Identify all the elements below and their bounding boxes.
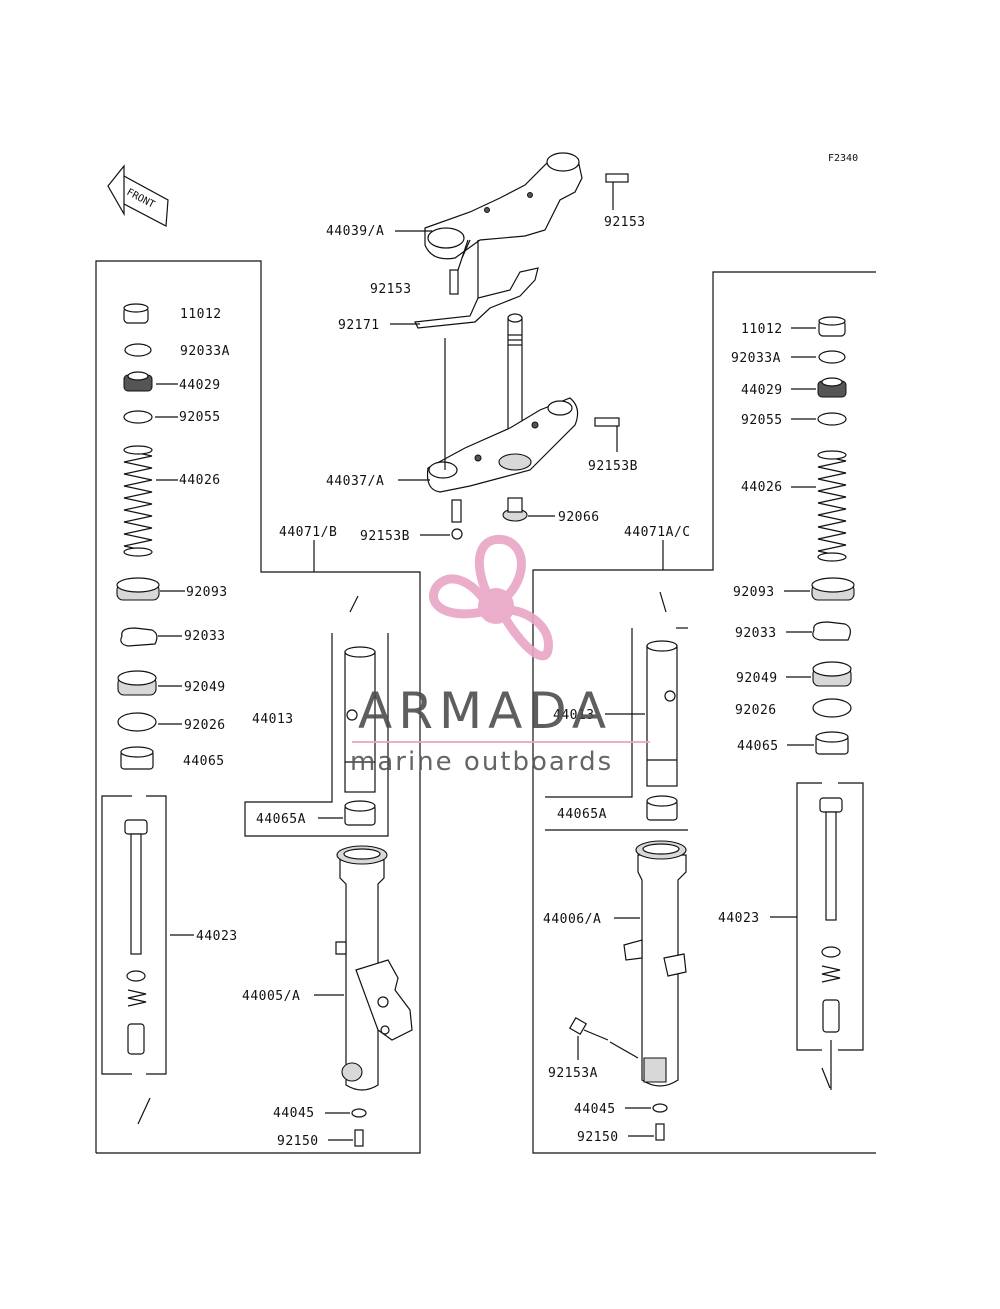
label-92049-left: 92049 (184, 680, 226, 695)
label-44023-left: 44023 (196, 929, 238, 944)
label-44026-left: 44026 (179, 473, 221, 488)
bolt-92150-left-part (354, 1129, 364, 1147)
label-92171: 92171 (338, 318, 380, 333)
label-92153-top-left: 92153 (370, 282, 412, 297)
label-44039A: 44039/A (326, 224, 384, 239)
label-44045-right: 44045 (574, 1102, 616, 1117)
bushing-44065A-left-part (344, 800, 376, 826)
damper-rod-44023-right-part (819, 797, 843, 1033)
bolt-92153-part (449, 239, 469, 295)
label-44029-right: 44029 (741, 383, 783, 398)
watermark-propeller-icon (429, 534, 553, 661)
front-arrow-icon: FRONT (107, 164, 169, 227)
oring-92055-right-part (817, 412, 847, 426)
outer-tube-44006A-part (623, 840, 687, 1087)
left-fork-frame (95, 260, 421, 1154)
inner-tube-frame-right (545, 627, 688, 831)
label-44065A-right: 44065A (557, 807, 607, 822)
label-92049-right: 92049 (736, 671, 778, 686)
outer-tube-44005A-part (335, 845, 413, 1091)
washer-92026-left-part (117, 712, 157, 732)
cap-11012-right-part (818, 316, 846, 337)
washer-92026-right-part (812, 698, 852, 718)
bolt-92153B-part (451, 499, 462, 523)
seal-92093-right-part (811, 577, 855, 601)
label-92033-left: 92033 (184, 629, 226, 644)
label-44013-left: 44013 (252, 712, 294, 727)
seal-92093-left-part (116, 577, 160, 601)
label-44013-right: 44013 (553, 708, 595, 723)
bushing-44065-right-part (815, 731, 849, 755)
spring-44026-left-part (123, 445, 153, 557)
plate-92171-part (414, 240, 539, 329)
inner-tube-frame-left (244, 633, 389, 837)
inner-tube-44013-right-part (646, 640, 678, 787)
label-92153-top-right: 92153 (604, 215, 646, 230)
clip-92033-left-part (120, 627, 158, 647)
cap-44029-left-part (123, 371, 153, 392)
cap-44029-right-part (817, 377, 847, 398)
label-92033-right: 92033 (735, 626, 777, 641)
label-92026-right: 92026 (735, 703, 777, 718)
label-92153B-right: 92153B (588, 459, 638, 474)
label-44037A: 44037/A (326, 474, 384, 489)
label-92033A-left: 92033A (180, 344, 230, 359)
label-92093-right: 92093 (733, 585, 775, 600)
label-11012-left: 11012 (180, 307, 222, 322)
spring-44026-right-part (817, 450, 847, 562)
nut-92066-part (502, 497, 528, 522)
inner-tube-44013-left-part (344, 646, 376, 793)
upper-bracket-part (424, 152, 629, 260)
bushing-44065A-right-part (646, 795, 678, 821)
figure-code: F2340 (828, 153, 858, 164)
oring-92055-left-part (123, 410, 153, 424)
label-92066: 92066 (558, 510, 600, 525)
label-92033A-right: 92033A (731, 351, 781, 366)
label-44006A: 44006/A (543, 912, 601, 927)
label-92026-left: 92026 (184, 718, 226, 733)
label-44071B: 44071/B (279, 525, 337, 540)
label-44071AC: 44071A/C (624, 525, 691, 540)
damper-rod-44023-left-part (124, 819, 148, 1055)
label-92150-left: 92150 (277, 1134, 319, 1149)
label-92153A: 92153A (548, 1066, 598, 1081)
label-44065-right: 44065 (737, 739, 779, 754)
steering-stem-part (426, 313, 620, 493)
label-92153B-left: 92153B (360, 529, 410, 544)
label-44029-left: 44029 (179, 378, 221, 393)
cap-11012-left-part (123, 303, 149, 324)
oring-92033A-left-part (124, 343, 152, 357)
label-11012-right: 11012 (741, 322, 783, 337)
clip-92033-right-part (812, 621, 851, 641)
label-44026-right: 44026 (741, 480, 783, 495)
label-44045-left: 44045 (273, 1106, 315, 1121)
watermark-name: ARMADA (358, 682, 612, 740)
label-92055-right: 92055 (741, 413, 783, 428)
seal-92049-right-part (812, 661, 852, 687)
label-44065A-left: 44065A (256, 812, 306, 827)
oring-92033A-right-part (818, 350, 846, 364)
label-44065-left: 44065 (183, 754, 225, 769)
gasket-44045-right-part (652, 1103, 668, 1113)
bolt-92150-right-part (655, 1123, 665, 1141)
damper-frame-left (101, 795, 167, 1075)
watermark: ARMADA marine outboards (350, 534, 650, 777)
seal-92049-left-part (117, 670, 157, 696)
bushing-44065-left-part (120, 746, 154, 770)
label-92093-left: 92093 (186, 585, 228, 600)
gasket-44045-left-part (351, 1108, 367, 1118)
washer-92153B-part (451, 528, 463, 540)
label-92150-right: 92150 (577, 1130, 619, 1145)
label-44023-right: 44023 (718, 911, 760, 926)
right-fork-frame (532, 271, 876, 1154)
watermark-tagline: marine outboards (350, 747, 613, 777)
label-92055-left: 92055 (179, 410, 221, 425)
bolt-92153A-part (568, 1016, 639, 1059)
label-44005A: 44005/A (242, 989, 300, 1004)
